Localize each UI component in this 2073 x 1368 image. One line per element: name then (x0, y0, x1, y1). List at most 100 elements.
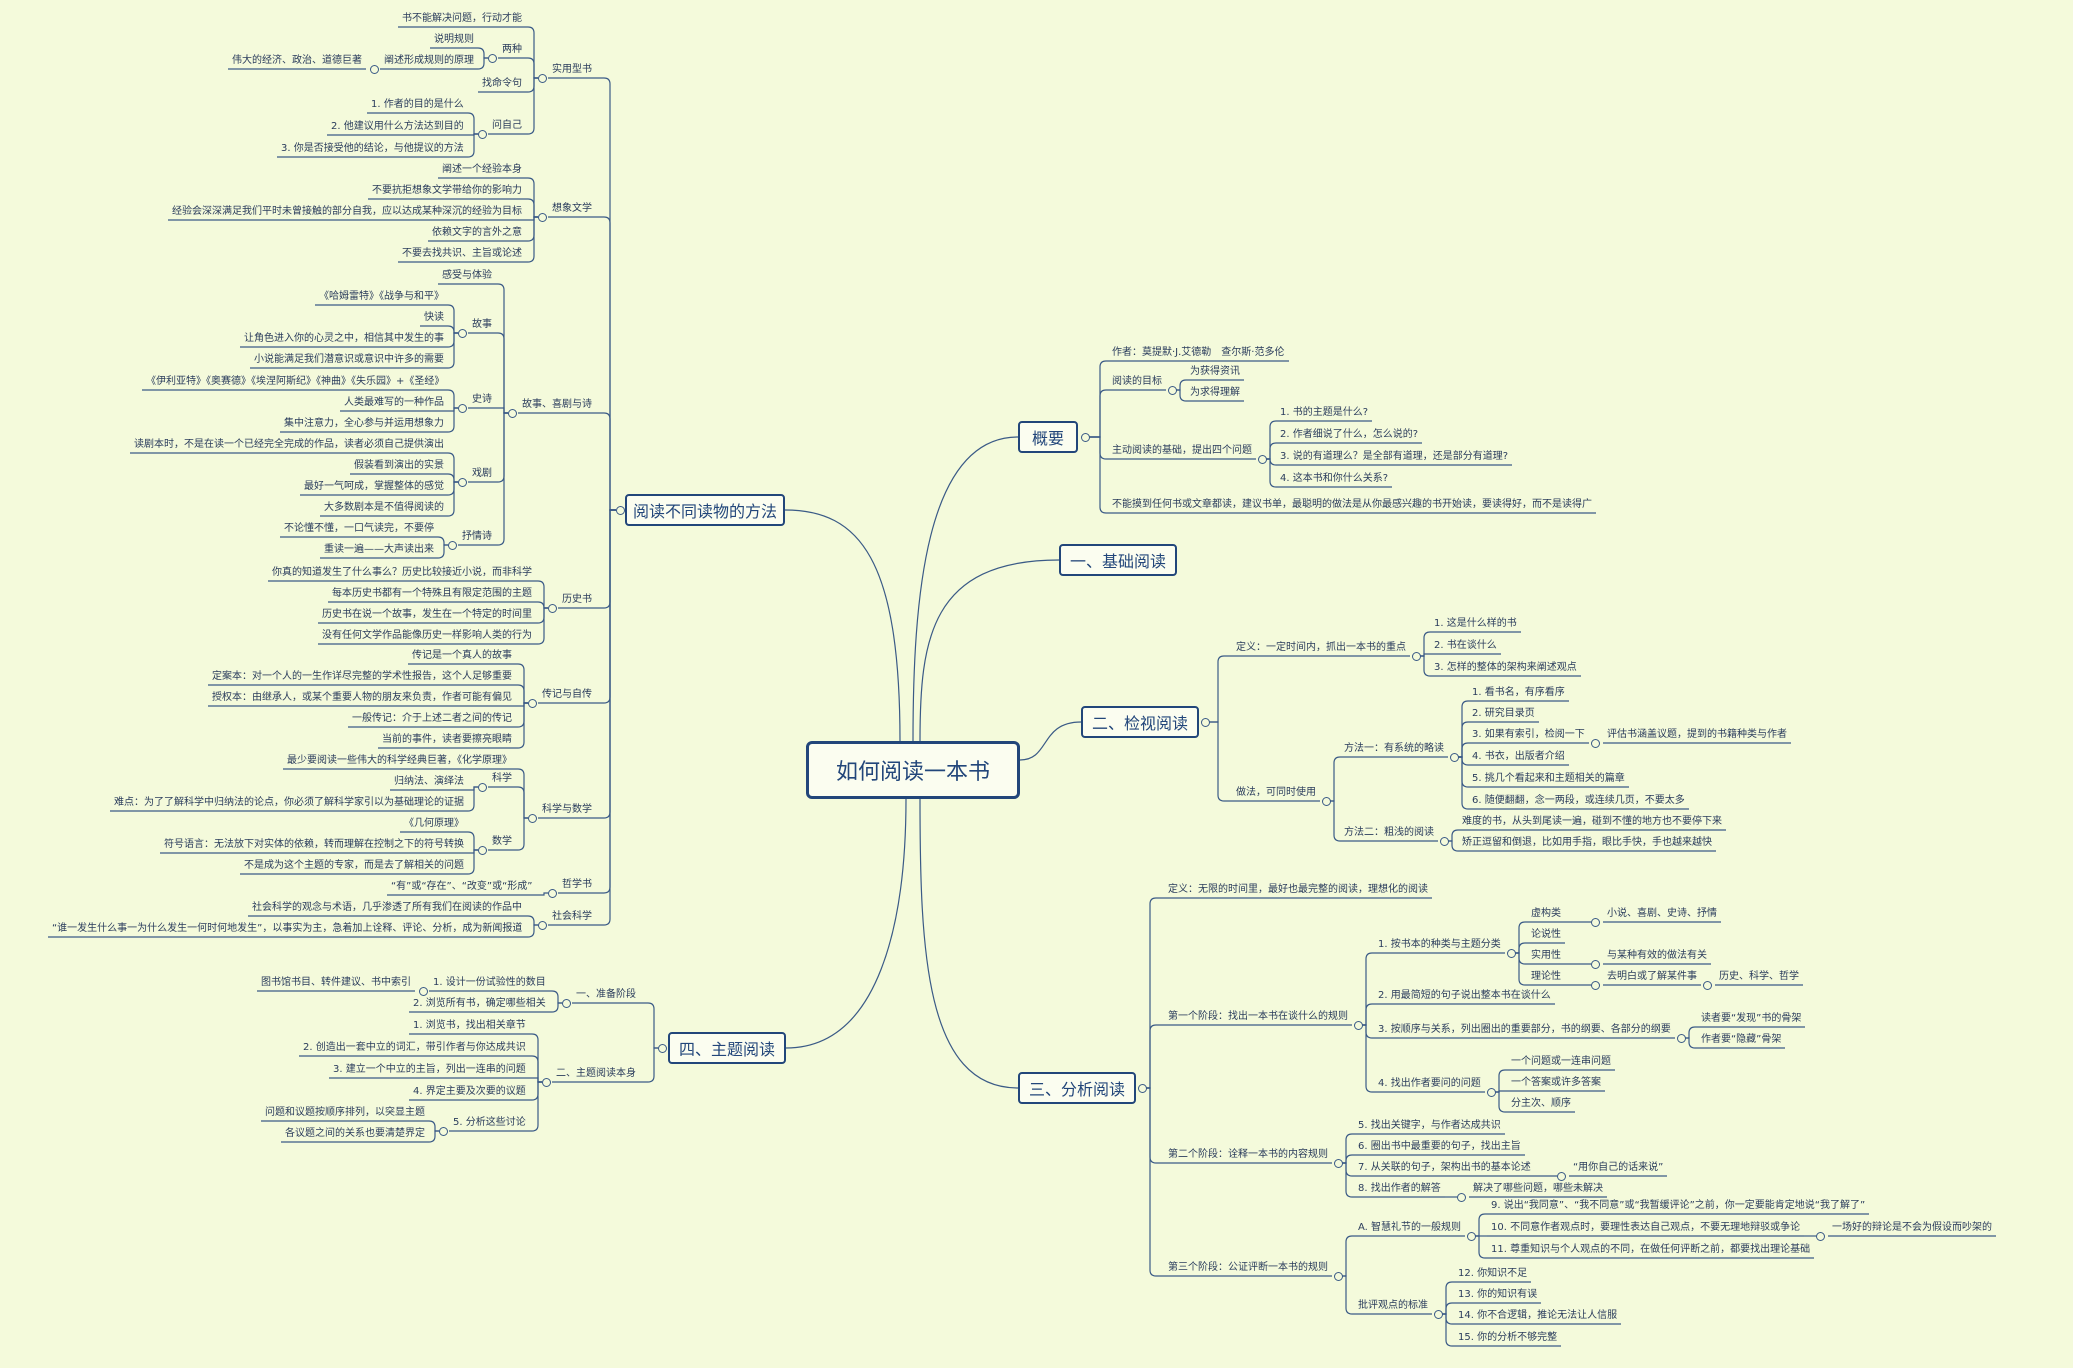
collapse-toggle-icon[interactable] (1412, 652, 1421, 661)
collapse-toggle-icon[interactable] (1816, 1232, 1825, 1241)
node-mcb[interactable]: 数学 (492, 836, 512, 847)
collapse-toggle-icon[interactable] (1703, 981, 1712, 990)
node-mc0[interactable]: 最少要阅读一些伟大的科学经典巨著，《化学原理》 (287, 755, 512, 766)
node-ov3b[interactable]: 2. 作者细说了什么，怎么说的? (1280, 429, 1419, 440)
collapse-toggle-icon[interactable] (1334, 1272, 1343, 1281)
node-s5[interactable]: 5. 挑几个看起来和主题相关的篇章 (1472, 773, 1625, 784)
node-a11a1[interactable]: 小说、喜剧、史诗、抒情 (1607, 908, 1717, 919)
collapse-toggle-icon[interactable] (528, 699, 537, 708)
node-mph1[interactable]: “有”或“存在”、“改变”或“形成” (391, 881, 533, 892)
collapse-toggle-icon[interactable] (1591, 960, 1600, 969)
collapse-toggle-icon[interactable] (478, 846, 487, 855)
node-tp21[interactable]: 1. 浏览书，找出相关章节 (413, 1020, 526, 1031)
node-mp1[interactable]: 书不能解决问题，行动才能 (402, 13, 522, 24)
node-msb1[interactable]: 《伊利亚特》《奥赛德》《埃涅阿斯纪》《神曲》《失乐园》+《圣经》 (146, 376, 445, 387)
node-in1b[interactable]: 2. 书在谈什么 (1434, 640, 1497, 651)
node-in2[interactable]: 做法，可同时使用 (1236, 787, 1316, 798)
node-mh3[interactable]: 历史书在说一个故事，发生在一个特定的时间里 (322, 609, 532, 620)
node-tp1[interactable]: 一、准备阶段 (576, 989, 636, 1000)
node-ms[interactable]: 故事、喜剧与诗 (522, 399, 592, 410)
collapse-toggle-icon[interactable] (1322, 797, 1331, 806)
node-ov2a[interactable]: 为获得资讯 (1190, 366, 1240, 377)
collapse-toggle-icon[interactable] (1457, 1193, 1466, 1202)
collapse-toggle-icon[interactable] (508, 409, 517, 418)
node-mb2[interactable]: 定案本：对一个人的一生作详尽完整的学术性报告，这个人足够重要 (212, 671, 512, 682)
node-msa4[interactable]: 小说能满足我们潜意识或意识中许多的需要 (254, 354, 444, 365)
collapse-toggle-icon[interactable] (538, 921, 547, 930)
collapse-toggle-icon[interactable] (458, 478, 467, 487)
node-msa[interactable]: 故事 (472, 319, 492, 330)
node-mh4[interactable]: 没有任何文学作品能像历史一样影响人类的行为 (322, 630, 532, 641)
node-mp4[interactable]: 问自己 (492, 120, 522, 131)
node-tp12[interactable]: 2. 浏览所有书，确定哪些相关 (413, 998, 546, 1009)
node-msc[interactable]: 戏剧 (472, 468, 492, 479)
node-ov1[interactable]: 作者：莫提默·J.艾德勒 查尔斯·范多伦 (1112, 347, 1285, 358)
node-mph[interactable]: 哲学书 (562, 879, 592, 890)
node-a11c[interactable]: 实用性 (1531, 950, 1561, 961)
node-a14b[interactable]: 一个答案或许多答案 (1511, 1077, 1601, 1088)
node-mp2b[interactable]: 阐述形成规则的原理 (384, 55, 474, 66)
node-mp2b1[interactable]: 伟大的经济、政治、道德巨著 (232, 55, 362, 66)
node-mcb2[interactable]: 符号语言：无法放下对实体的依赖，转而理解在控制之下的符号转换 (164, 839, 464, 850)
collapse-toggle-icon[interactable] (528, 814, 537, 823)
node-ms0[interactable]: 感受与体验 (442, 270, 492, 281)
node-mp[interactable]: 实用型书 (552, 64, 592, 75)
node-ov2b[interactable]: 为求得理解 (1190, 387, 1240, 398)
node-mp2[interactable]: 两种 (502, 44, 522, 55)
collapse-toggle-icon[interactable] (1450, 753, 1459, 762)
collapse-toggle-icon[interactable] (1467, 1232, 1476, 1241)
node-a11c1[interactable]: 与某种有效的做法有关 (1607, 950, 1707, 961)
node-tp2[interactable]: 二、主题阅读本身 (556, 1068, 636, 1079)
node-a314[interactable]: 14. 你不合逻辑，推论无法让人信服 (1458, 1310, 1618, 1321)
node-mb1[interactable]: 传记是一个真人的故事 (412, 650, 512, 661)
node-a311[interactable]: 11. 尊重知识与个人观点的不同，在做任何评断之前，都要找出理论基础 (1491, 1244, 1811, 1255)
node-tp11[interactable]: 1. 设计一份试验性的数目 (433, 977, 546, 988)
node-in2m2[interactable]: 方法二：粗浅的阅读 (1344, 827, 1434, 838)
main-node-methods[interactable]: 阅读不同读物的方法 (625, 494, 785, 526)
collapse-toggle-icon[interactable] (458, 404, 467, 413)
collapse-toggle-icon[interactable] (1591, 739, 1600, 748)
node-a11a[interactable]: 虚构类 (1531, 908, 1561, 919)
node-s6[interactable]: 6. 随便翻翻，念一两段，或连续几页，不要太多 (1472, 795, 1685, 806)
node-mp4b[interactable]: 2. 他建议用什么方法达到目的 (331, 121, 464, 132)
node-a27[interactable]: 7. 从关联的句子，架构出书的基本论述 (1358, 1162, 1531, 1173)
collapse-toggle-icon[interactable] (542, 1078, 551, 1087)
node-a3A[interactable]: A. 智慧礼节的一般规则 (1358, 1222, 1462, 1233)
node-a25[interactable]: 5. 找出关键字，与作者达成共识 (1358, 1120, 1501, 1131)
node-msb3[interactable]: 集中注意力，全心参与并运用想象力 (284, 418, 444, 429)
node-an2[interactable]: 第二个阶段：诠释一本书的内容规则 (1168, 1149, 1328, 1160)
node-mb[interactable]: 传记与自传 (542, 689, 592, 700)
node-in1a[interactable]: 1. 这是什么样的书 (1434, 618, 1517, 629)
node-mp4c[interactable]: 3. 你是否接受他的结论，与他提议的方法 (281, 143, 464, 154)
node-mso[interactable]: 社会科学 (552, 911, 592, 922)
node-ov2[interactable]: 阅读的目标 (1112, 376, 1162, 387)
collapse-toggle-icon[interactable] (458, 329, 467, 338)
node-s3[interactable]: 3. 如果有索引，检阅一下 (1472, 729, 1585, 740)
collapse-toggle-icon[interactable] (1258, 455, 1267, 464)
node-a26[interactable]: 6. 圈出书中最重要的句子，找出主旨 (1358, 1141, 1521, 1152)
node-a13[interactable]: 3. 按顺序与关系，列出圈出的重要部分，书的纲要、各部分的纲要 (1378, 1024, 1671, 1035)
collapse-toggle-icon[interactable] (1591, 981, 1600, 990)
node-a14a[interactable]: 一个问题或一连串问题 (1511, 1056, 1611, 1067)
node-ov3[interactable]: 主动阅读的基础，提出四个问题 (1112, 445, 1252, 456)
main-node-basic[interactable]: 一、基础阅读 (1059, 544, 1177, 576)
root-node[interactable]: 如何阅读一本书 (806, 741, 1020, 799)
node-a11d1[interactable]: 去明白或了解某件事 (1607, 971, 1697, 982)
collapse-toggle-icon[interactable] (370, 65, 379, 74)
node-tp25[interactable]: 5. 分析这些讨论 (453, 1117, 526, 1128)
node-tp25b[interactable]: 各议题之间的关系也要清楚界定 (285, 1128, 425, 1139)
node-mp2a[interactable]: 说明规则 (434, 34, 474, 45)
collapse-toggle-icon[interactable] (1557, 1172, 1566, 1181)
node-in1c[interactable]: 3. 怎样的整体的架构来阐述观点 (1434, 662, 1577, 673)
collapse-toggle-icon[interactable] (1440, 837, 1449, 846)
collapse-toggle-icon[interactable] (538, 74, 547, 83)
node-msc4[interactable]: 大多数剧本是不值得阅读的 (324, 502, 444, 513)
node-tp24[interactable]: 4. 界定主要及次要的议题 (413, 1086, 526, 1097)
collapse-toggle-icon[interactable] (616, 506, 625, 515)
node-mi[interactable]: 想象文学 (552, 203, 592, 214)
node-a28[interactable]: 8. 找出作者的解答 (1358, 1183, 1441, 1194)
node-mp3[interactable]: 找命令句 (482, 78, 522, 89)
node-a310a[interactable]: 一场好的辩论是不会为假设而吵架的 (1832, 1222, 1992, 1233)
node-tp25a[interactable]: 问题和议题按顺序排列，以突显主题 (265, 1107, 425, 1118)
node-a14c[interactable]: 分主次、顺序 (1511, 1098, 1571, 1109)
